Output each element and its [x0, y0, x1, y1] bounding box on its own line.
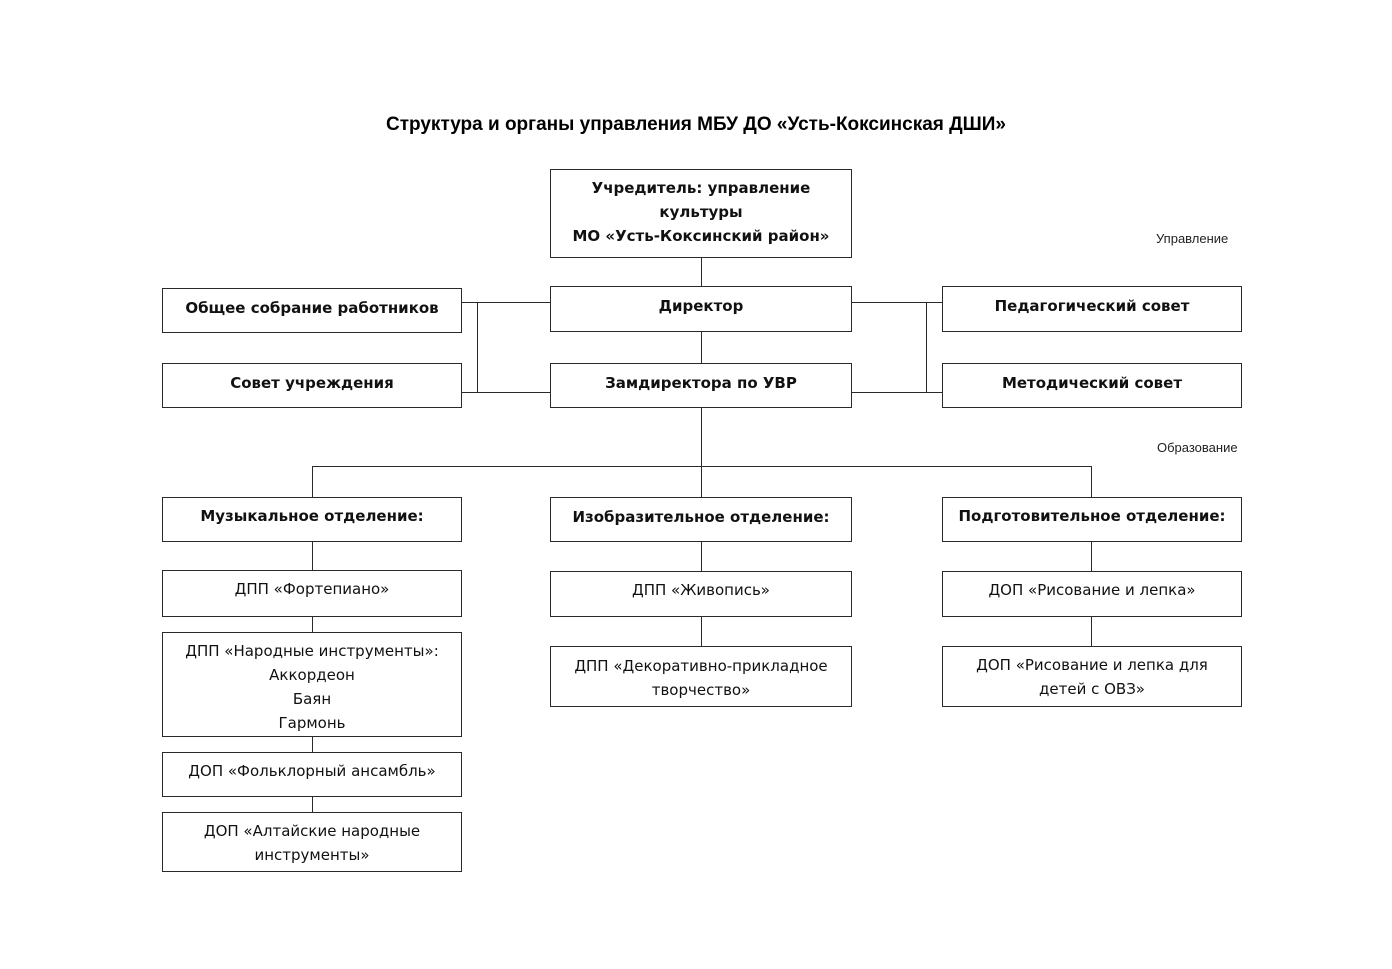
director-label: Директор [658, 297, 744, 315]
program-line: Аккордеон [269, 666, 355, 684]
music-department-box: Музыкальное отделение: [162, 497, 462, 542]
connector-left-top [462, 302, 550, 303]
connector-bus-preparatory [1091, 466, 1092, 497]
program-box-folk-instruments: ДПП «Народные инструменты»: Аккордеон Ба… [162, 632, 462, 737]
program-line: детей с ОВЗ» [1039, 680, 1145, 698]
program-box-altai-instruments: ДОП «Алтайские народные инструменты» [162, 812, 462, 872]
program-line: Гармонь [278, 714, 346, 732]
education-label: Образование [1157, 440, 1238, 455]
connector-bus-music [312, 466, 313, 497]
director-box: Директор [550, 286, 852, 332]
program-line: ДОП «Фольклорный ансамбль» [188, 762, 436, 780]
connector-right-bottom [852, 392, 942, 393]
connector-art-1 [701, 541, 702, 571]
connector-prep-1 [1091, 541, 1092, 571]
program-line: ДПП «Живопись» [632, 581, 770, 599]
program-box-drawing-modeling-ovz: ДОП «Рисование и лепка для детей с ОВЗ» [942, 646, 1242, 707]
music-department-label: Музыкальное отделение: [200, 507, 424, 525]
connector-deputy-departments [701, 407, 702, 497]
founder-box: Учредитель: управление культуры МО «Усть… [550, 169, 852, 258]
art-department-box: Изобразительное отделение: [550, 497, 852, 542]
program-box-piano: ДПП «Фортепиано» [162, 570, 462, 617]
connector-right-vertical [926, 302, 927, 393]
preparatory-department-box: Подготовительное отделение: [942, 497, 1242, 542]
program-line: творчество» [651, 681, 751, 699]
methodical-council-label: Методический совет [1001, 374, 1183, 392]
founder-line-1: Учредитель: управление [591, 179, 811, 197]
deputy-director-box: Замдиректора по УВР [550, 363, 852, 408]
program-line: инструменты» [254, 846, 370, 864]
diagram-title: Структура и органы управления МБУ ДО «Ус… [385, 114, 1006, 135]
program-box-painting: ДПП «Живопись» [550, 571, 852, 617]
connector-music-2 [312, 616, 313, 632]
general-meeting-box: Общее собрание работников [162, 288, 462, 333]
connector-departments-bus [312, 466, 1092, 467]
general-meeting-label: Общее собрание работников [185, 299, 439, 317]
program-box-decorative-art: ДПП «Декоративно-прикладное творчество» [550, 646, 852, 707]
connector-director-deputy [701, 332, 702, 363]
program-line: ДПП «Декоративно-прикладное [574, 657, 828, 675]
management-label: Управление [1156, 231, 1229, 246]
institution-council-label: Совет учреждения [230, 374, 394, 392]
connector-art-2 [701, 616, 702, 646]
founder-line-3: МО «Усть-Коксинский район» [572, 227, 830, 245]
program-line: ДПП «Фортепиано» [234, 580, 390, 598]
program-line: ДОП «Рисование и лепка» [988, 581, 1196, 599]
program-line: ДОП «Рисование и лепка для [976, 656, 1208, 674]
connector-prep-2 [1091, 616, 1092, 646]
connector-left-vertical [477, 302, 478, 393]
connector-music-3 [312, 736, 313, 752]
preparatory-department-label: Подготовительное отделение: [958, 507, 1226, 525]
pedagogical-council-box: Педагогический совет [942, 286, 1242, 332]
connector-music-1 [312, 541, 313, 570]
founder-line-2: культуры [659, 203, 743, 221]
connector-founder-director [701, 258, 702, 286]
connector-right-top [852, 302, 942, 303]
deputy-director-label: Замдиректора по УВР [605, 374, 797, 392]
program-line: Баян [292, 690, 332, 708]
art-department-label: Изобразительное отделение: [572, 508, 830, 526]
institution-council-box: Совет учреждения [162, 363, 462, 408]
connector-music-4 [312, 796, 313, 812]
pedagogical-council-label: Педагогический совет [994, 297, 1190, 315]
program-box-drawing-modeling: ДОП «Рисование и лепка» [942, 571, 1242, 617]
program-line: ДПП «Народные инструменты»: [185, 642, 439, 660]
connector-left-bottom [462, 392, 550, 393]
program-line: ДОП «Алтайские народные [203, 822, 421, 840]
methodical-council-box: Методический совет [942, 363, 1242, 408]
program-box-folklore-ensemble: ДОП «Фольклорный ансамбль» [162, 752, 462, 797]
